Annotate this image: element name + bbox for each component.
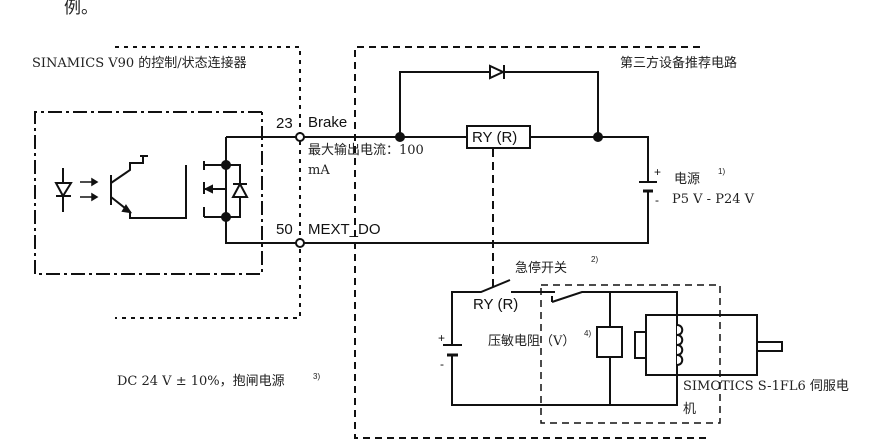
relay-contact-label: RY (R) <box>473 296 519 313</box>
battery-plus: + <box>654 165 662 179</box>
max-current-unit: mA <box>308 163 330 178</box>
brake-battery-minus: - <box>440 357 444 371</box>
terminal-50 <box>295 238 305 248</box>
terminal-23 <box>295 132 305 142</box>
motor-label: SIMOTICS S-1FL6 伺服电 <box>683 379 849 394</box>
relay-coil-label: RY (R) <box>472 129 518 146</box>
battery-minus: - <box>655 193 659 207</box>
brake-supply-note: 3) <box>313 372 321 381</box>
internal-circuit-boundary <box>34 111 263 275</box>
phototransistor-icon <box>110 155 187 219</box>
intro-text: 例。 <box>64 0 98 18</box>
pin-23: 23 <box>276 115 293 132</box>
junction-node <box>593 132 603 142</box>
light-arrows-icon <box>80 177 99 202</box>
varistor-label: 压敏电阻（V） <box>488 334 576 349</box>
power-supply-note: 1) <box>718 167 726 176</box>
third-party-title: 第三方设备推荐电路 <box>620 56 738 71</box>
brake-battery-plus: + <box>438 331 446 345</box>
brake-battery-icon <box>443 340 462 360</box>
motor-boundary <box>540 284 721 424</box>
max-current-label: 最大输出电流：100 <box>308 143 424 158</box>
junction-node <box>395 132 405 142</box>
brake-wire <box>304 136 649 244</box>
varistor-icon <box>596 326 623 358</box>
led-icon <box>54 168 73 212</box>
motor-label-cont: 机 <box>683 402 697 417</box>
relay-coil <box>466 125 531 149</box>
pin-50: 50 <box>276 221 293 238</box>
estop-label: 急停开关 <box>515 261 568 276</box>
varistor-note: 4) <box>584 329 592 338</box>
connector-boundary <box>115 46 301 319</box>
motor-shaft <box>756 341 783 352</box>
motor-brake-pad <box>634 331 647 359</box>
brake-coil-icon <box>676 324 684 366</box>
battery-icon <box>639 181 657 193</box>
connector-title: SINAMICS V90 的控制/状态连接器 <box>32 56 247 71</box>
mosfet-icon <box>203 136 300 244</box>
motor-body <box>645 314 758 376</box>
power-supply-label: 电源 <box>674 172 701 187</box>
pin-50-name: MEXT_DO <box>308 221 381 238</box>
power-supply-range: P5 V - P24 V <box>672 192 755 207</box>
estop-note: 2) <box>591 255 599 264</box>
brake-supply-label: DC 24 V ± 10%，抱闸电源 <box>117 374 285 389</box>
freewheel-diode-icon <box>489 64 506 80</box>
pin-23-name: Brake <box>308 114 348 131</box>
